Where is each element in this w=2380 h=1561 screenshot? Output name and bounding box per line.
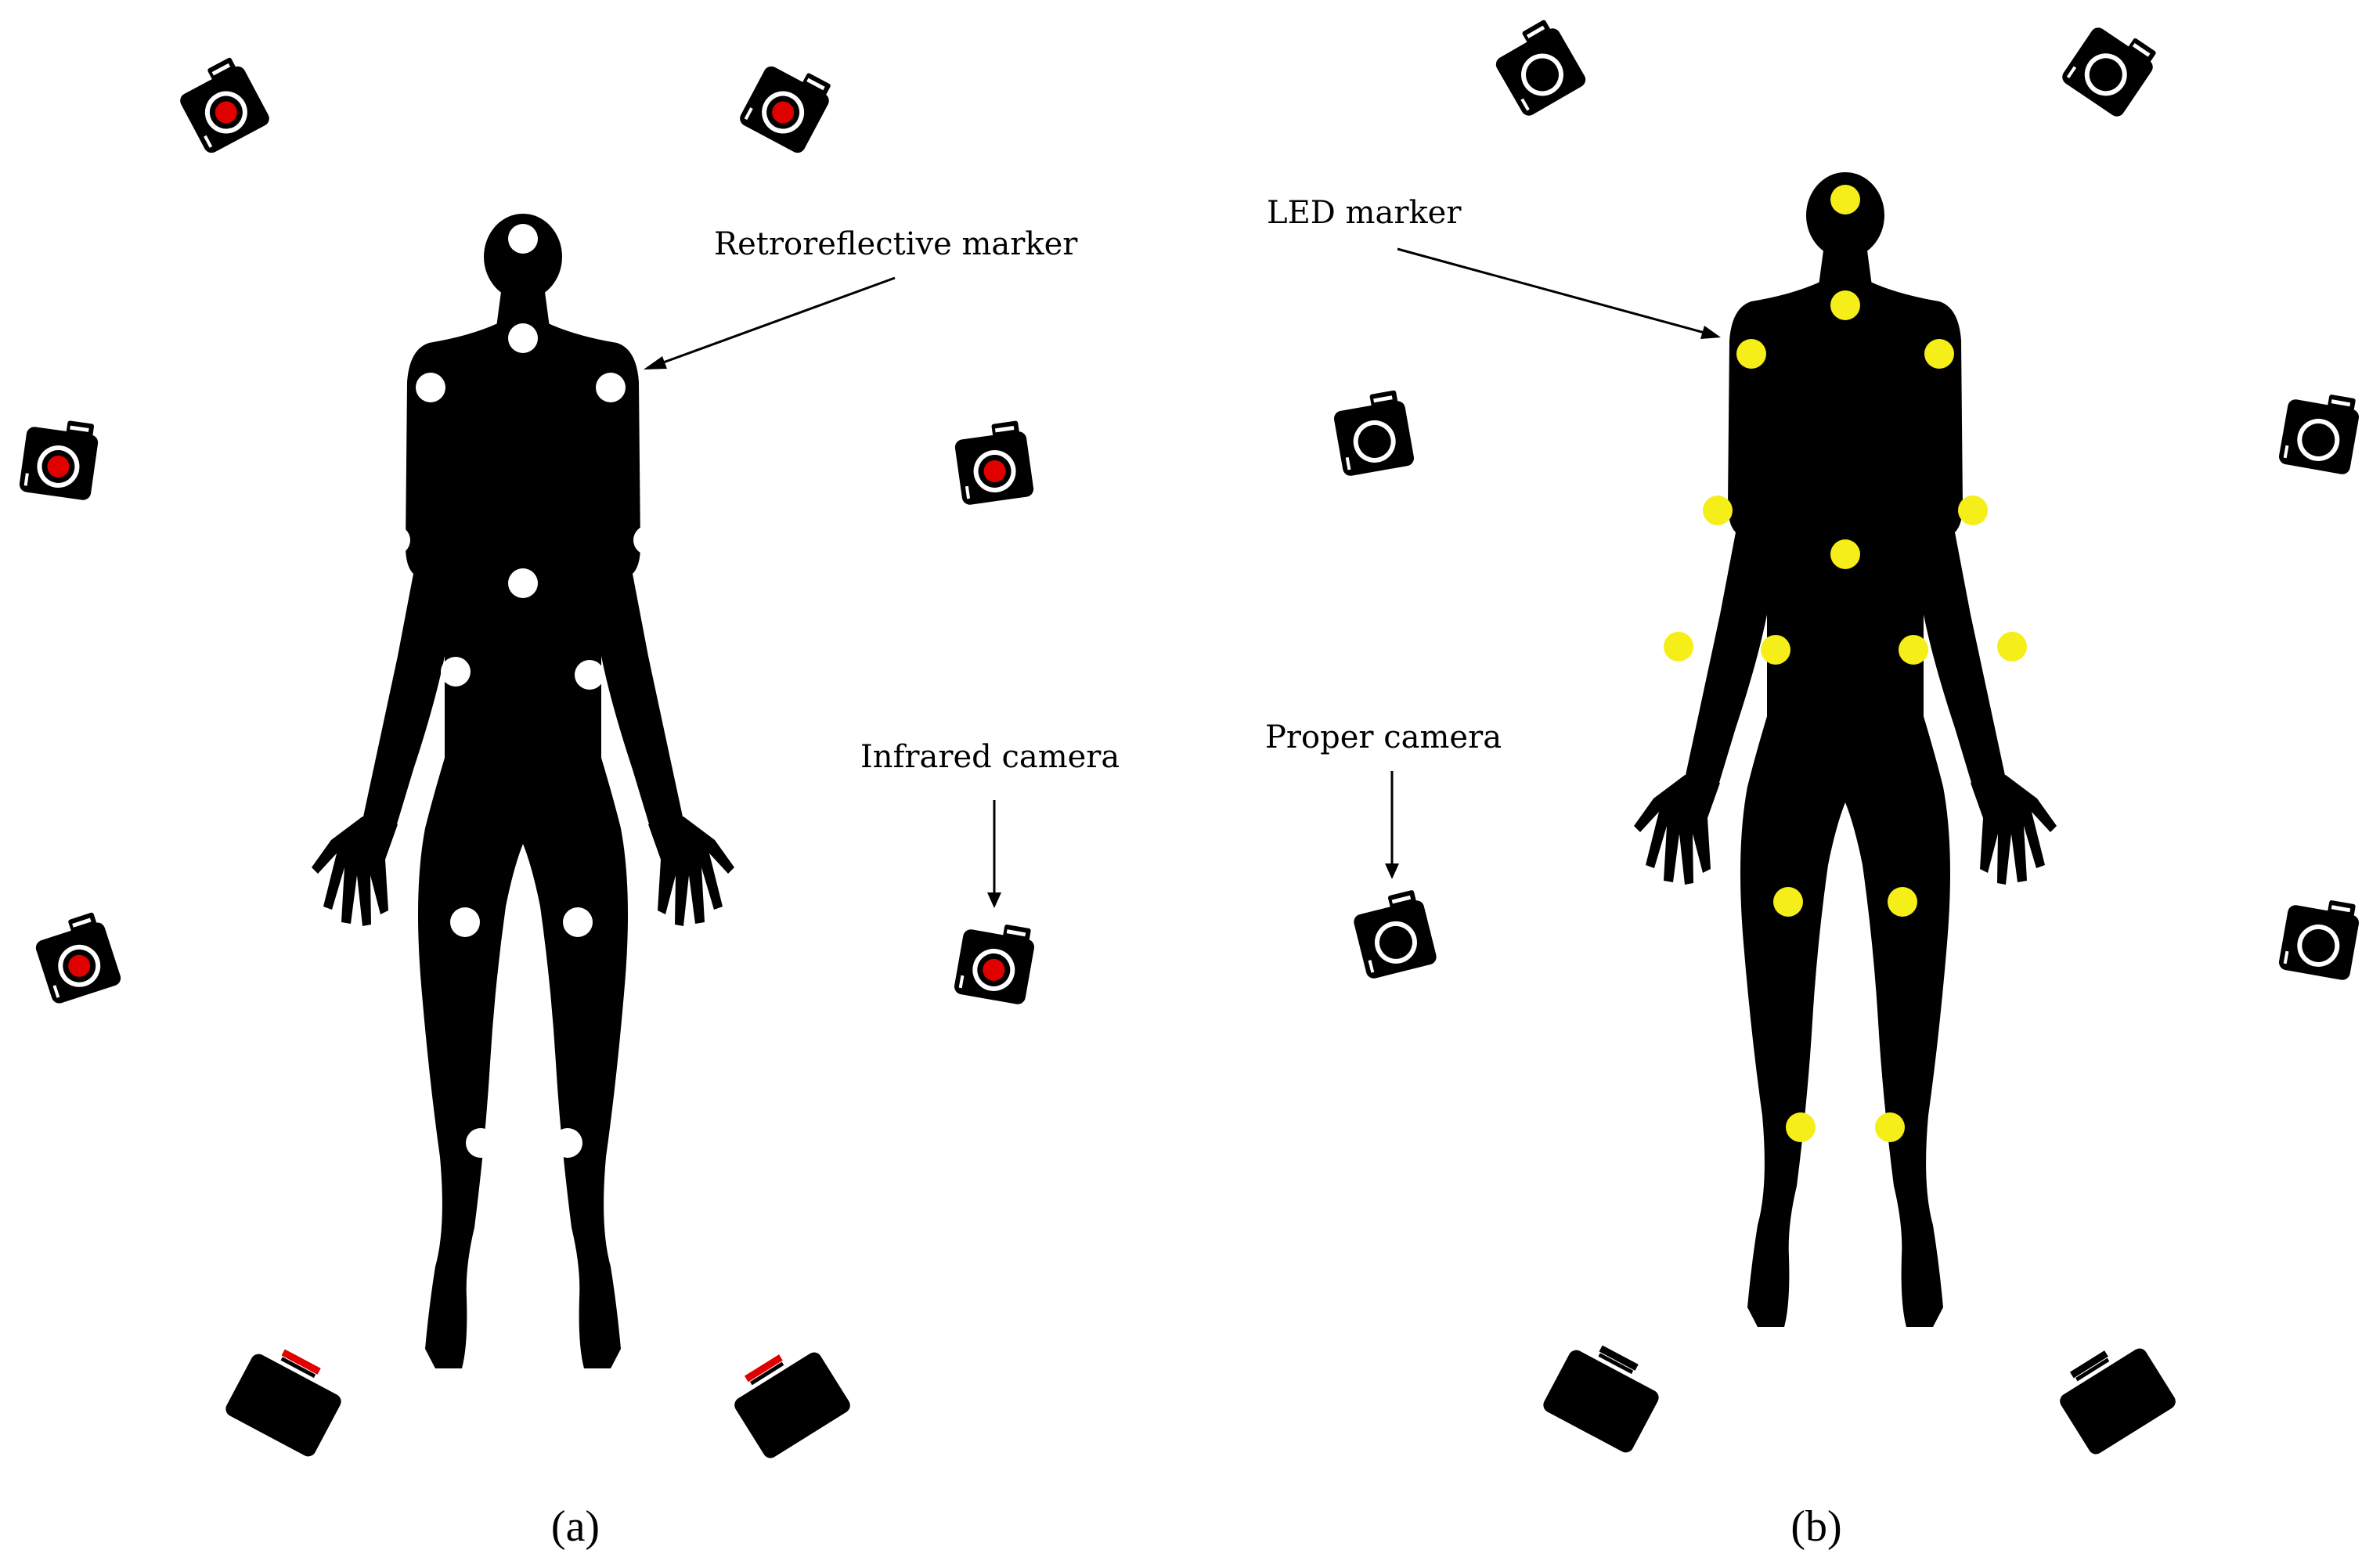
- marker-dot: [575, 660, 604, 690]
- camera-label: Infrared camera: [860, 739, 1120, 775]
- arrowhead: [644, 356, 667, 370]
- human-silhouette-b: [1634, 172, 2057, 1327]
- camera-icon: [1333, 390, 1415, 476]
- camera-icon: [35, 912, 121, 1004]
- marker-dot: [416, 373, 445, 402]
- marker-arrow: [647, 276, 896, 370]
- camera-icon: [1543, 1345, 1659, 1453]
- camera-icon: [180, 57, 269, 153]
- panel-b: LED marker Proper camera (b): [1265, 20, 2360, 1551]
- marker-arrow: [1397, 247, 1714, 337]
- marker-dot: [673, 657, 702, 687]
- marker-dot: [1830, 185, 1860, 215]
- marker-dot: [1773, 887, 1803, 917]
- marker-group-a: [341, 224, 702, 1158]
- marker-dot: [1736, 339, 1766, 369]
- marker-dot: [508, 568, 538, 598]
- marker-dot: [1888, 887, 1917, 917]
- camera-icon: [2062, 27, 2156, 117]
- camera-icon: [734, 1352, 850, 1458]
- marker-dot: [1830, 290, 1860, 320]
- marker-dot: [450, 907, 480, 937]
- marker-dot: [596, 373, 626, 402]
- arrowhead: [987, 892, 1001, 908]
- marker-dot: [563, 907, 593, 937]
- marker-dot: [441, 657, 471, 687]
- human-silhouette-a: [312, 214, 734, 1368]
- marker-dot: [508, 224, 538, 254]
- marker-label: LED marker: [1267, 195, 1462, 231]
- caption-a: (a): [551, 1502, 600, 1551]
- camera-icon: [2278, 900, 2360, 980]
- marker-dot: [1958, 496, 1988, 525]
- marker-dot: [1899, 635, 1928, 665]
- marker-dot: [1875, 1112, 1905, 1142]
- arrowhead: [1385, 863, 1399, 879]
- panel-a: Retroreflective marker Infrared camera (…: [19, 57, 1120, 1551]
- arrowhead: [1700, 326, 1721, 339]
- marker-dot: [553, 1128, 582, 1158]
- marker-dot: [1761, 635, 1790, 665]
- camera-icon: [1495, 20, 1586, 116]
- marker-dot: [1830, 539, 1860, 569]
- camera-group-a: [19, 57, 1035, 1458]
- camera-icon: [2278, 395, 2360, 474]
- camera-icon: [954, 420, 1034, 505]
- marker-label: Retroreflective marker: [714, 226, 1078, 262]
- camera-icon: [2060, 1348, 2176, 1455]
- marker-dot: [1664, 632, 1693, 662]
- camera-icon: [19, 420, 99, 500]
- marker-dot: [380, 525, 410, 555]
- caption-b: (b): [1790, 1502, 1841, 1551]
- marker-dot: [633, 525, 663, 555]
- marker-dot: [1924, 339, 1954, 369]
- camera-icon: [1354, 890, 1437, 979]
- camera-icon: [225, 1349, 341, 1457]
- camera-label: Proper camera: [1265, 719, 1502, 755]
- camera-icon: [954, 925, 1035, 1004]
- marker-dot: [1703, 496, 1733, 525]
- marker-dot: [341, 657, 371, 687]
- marker-group-b: [1664, 185, 2027, 1142]
- marker-dot: [1997, 632, 2027, 662]
- marker-dot: [1786, 1112, 1816, 1142]
- camera-group-b: [1333, 20, 2360, 1455]
- marker-dot: [508, 323, 538, 353]
- camera-icon: [740, 66, 831, 153]
- marker-dot: [466, 1128, 496, 1158]
